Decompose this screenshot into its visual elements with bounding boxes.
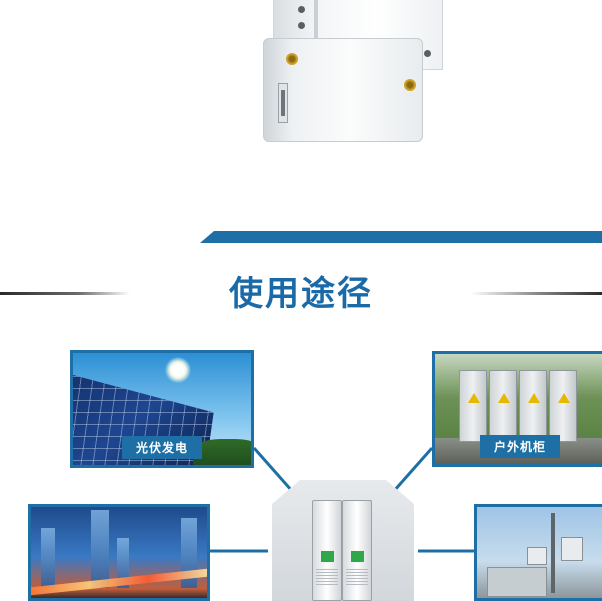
application-label: 光伏发电 [121,436,203,459]
antenna-mast [551,513,555,593]
warning-icon [468,393,480,403]
banner-bar [200,231,602,243]
indicator-window [278,83,288,123]
warning-icon [498,393,510,403]
status-window [321,551,334,562]
warning-icon [528,393,540,403]
status-window [351,551,364,562]
spd-module-left [312,500,342,601]
section-title: 使用途径 [229,274,373,314]
application-label: 户外机柜 [479,435,561,458]
screw-icon [404,79,416,91]
title-rule-right [470,292,602,295]
application-tile-city [28,504,210,601]
application-tile-solar: 光伏发电 [70,350,254,468]
surge-protector-center-image [272,480,414,601]
sun-icon [165,357,191,383]
device-lower-module [263,38,423,142]
title-rule-left [0,292,130,295]
application-tile-tower [474,504,602,601]
application-tile-cabinet: 户外机柜 [432,351,602,467]
surge-protector-product-image [255,0,460,142]
warning-icon [558,393,570,403]
spd-module-right [342,500,372,601]
screw-icon [286,53,298,65]
